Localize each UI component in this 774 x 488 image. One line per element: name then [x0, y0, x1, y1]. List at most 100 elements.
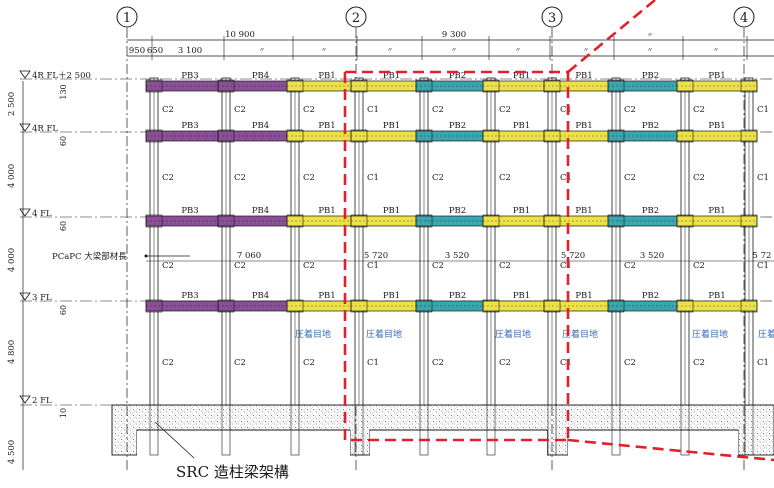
beam-label: PB1 [383, 206, 400, 216]
beam-column-joint [676, 214, 694, 228]
joint-label: 圧着目地 [295, 328, 331, 340]
level-4rfl: 4R FL [32, 124, 58, 134]
foundation-column-stub [149, 404, 159, 456]
column-label: C2 [162, 261, 174, 271]
ditto-mark: 〃 [515, 47, 521, 54]
beam-column-joint [286, 214, 304, 228]
story-height-1: 2 500 [7, 92, 17, 116]
beam-label: PB2 [642, 121, 659, 131]
column-label: C2 [303, 358, 315, 368]
level-3fl: 3 FL [32, 293, 52, 303]
beam-column-joint [740, 214, 758, 228]
beam-label: PB1 [708, 206, 725, 216]
beam-column-joint [286, 79, 304, 93]
beam-label: PB1 [383, 291, 400, 301]
beam-label: PB2 [449, 121, 466, 131]
beam-column-joint [676, 79, 694, 93]
beam-label: PB1 [318, 206, 335, 216]
ditto-mark: 〃 [387, 47, 393, 54]
beam-label: PB1 [575, 291, 592, 301]
foundation-callout: SRC 造柱梁架構 [154, 421, 289, 481]
column-label: C2 [303, 261, 315, 271]
foundation-column-stub [290, 404, 300, 456]
beam-length-4: 5 720 [561, 251, 585, 261]
beam-length-3: 3 520 [445, 251, 469, 261]
column-label: C2 [162, 358, 174, 368]
beam-column-joint [350, 79, 368, 93]
beam-label: PB1 [513, 206, 530, 216]
beam-column-joint [415, 214, 433, 228]
column-label: C2 [499, 261, 511, 271]
grid-lines [20, 28, 774, 470]
column-label: C1 [367, 105, 379, 115]
beam-label: PB1 [575, 71, 592, 81]
foundation [111, 404, 774, 461]
joint-labels: 圧着目地 圧着目地 圧着目地 圧着目地 圧着目地 圧着目地 [295, 328, 774, 340]
columns [149, 77, 754, 456]
span-2-3-dim: 9 300 [442, 30, 466, 40]
slab-dim-60: 60 [59, 221, 68, 231]
beam-label: PB1 [513, 71, 530, 81]
column-label: C2 [693, 173, 705, 183]
beam-label: PB1 [318, 121, 335, 131]
beam-column-joint [543, 299, 561, 313]
foundation-column-stub [611, 404, 621, 456]
column-label: C1 [367, 358, 379, 368]
beam-label: PB2 [449, 206, 466, 216]
column-label: C2 [499, 173, 511, 183]
beam-column-joint [145, 299, 163, 313]
ditto-mark: 〃 [583, 47, 589, 54]
beam-label: PB1 [513, 291, 530, 301]
beam-column-joint [350, 129, 368, 143]
column-label: C2 [693, 105, 705, 115]
foundation-void-1 [137, 431, 350, 461]
beam-label: PB4 [252, 71, 269, 81]
slab-dims: 130 60 60 60 10 [59, 84, 68, 418]
axis-bubble-1: 1 [116, 6, 138, 28]
beam-column-joint [607, 214, 625, 228]
foundation-column-stub [744, 404, 754, 456]
column-label: C1 [757, 105, 769, 115]
beam-column-joint [350, 299, 368, 313]
column-label: C2 [624, 261, 636, 271]
column-label: C2 [234, 173, 246, 183]
beam-column-joint [145, 214, 163, 228]
beam-label: PB1 [708, 71, 725, 81]
beam-label: PB2 [642, 71, 659, 81]
beam-label: PB3 [181, 206, 198, 216]
beam-column-joint [482, 214, 500, 228]
ditto-mark: 〃 [321, 47, 327, 54]
beam-column-joint [740, 129, 758, 143]
beam-label: PB3 [181, 291, 198, 301]
sub-dim-3100: 3 100 [178, 46, 202, 56]
foundation-column-stub [486, 404, 496, 456]
axis-bubble-2: 2 [345, 6, 367, 28]
slab-dim-60: 60 [59, 136, 68, 146]
beam-label: PB2 [642, 206, 659, 216]
beam-length-1: 7 060 [237, 251, 261, 261]
level-markers: 4R FL＋2 500 4R FL 4 FL 3 FL 2 FL [19, 70, 91, 406]
foundation-column-stub [680, 404, 690, 456]
slab-dim-60: 60 [59, 305, 68, 315]
column-label: C2 [499, 105, 511, 115]
foundation-void-3 [568, 431, 738, 461]
beam-label: PB1 [383, 121, 400, 131]
joint-label: 圧着目地 [758, 328, 774, 340]
axis-2-label: 2 [352, 11, 360, 26]
story-height-dims: 2 500 4 000 4 000 4 800 4 500 [7, 81, 24, 470]
beam-column-joint [415, 299, 433, 313]
beam-column-joint [607, 299, 625, 313]
beam-length-5: 3 520 [640, 251, 664, 261]
beam-column-joint [145, 79, 163, 93]
ditto-mark: 〃 [259, 47, 265, 54]
column-label: C2 [303, 105, 315, 115]
column-label: C1 [367, 261, 379, 271]
beam-label: PB3 [181, 121, 198, 131]
column-label: C2 [624, 173, 636, 183]
beam-label: PB4 [252, 206, 269, 216]
column-label: C1 [560, 173, 572, 183]
beam-label: PB1 [575, 206, 592, 216]
foundation-column-stub [354, 404, 364, 456]
beam-column-joint [415, 129, 433, 143]
